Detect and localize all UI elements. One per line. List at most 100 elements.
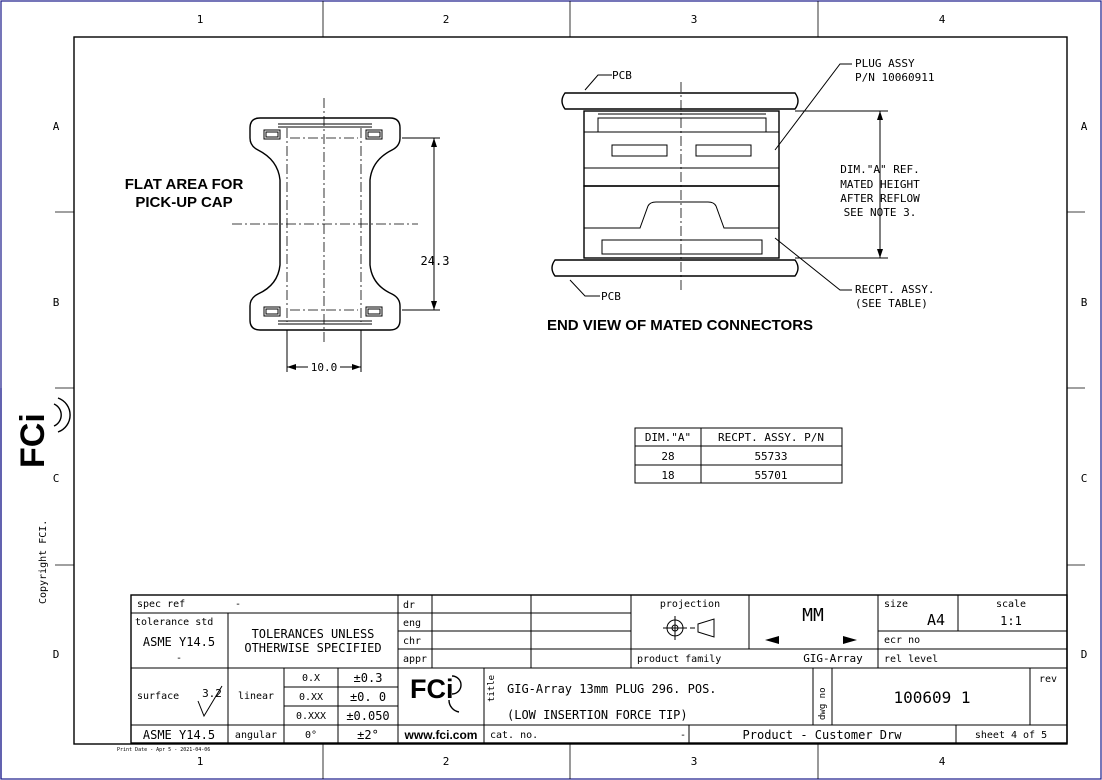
zone-col-1-top: 1 bbox=[197, 13, 204, 26]
tol-unless-line1: TOLERANCES UNLESS bbox=[252, 627, 375, 641]
zone-row-a-right: A bbox=[1081, 120, 1088, 133]
size-label: size bbox=[884, 599, 908, 610]
zone-row-c-left: C bbox=[53, 472, 60, 485]
doc-type: Product - Customer Drw bbox=[743, 728, 903, 742]
angular-label: angular bbox=[235, 730, 277, 741]
dim-a-note-3: AFTER REFLOW bbox=[840, 192, 920, 205]
title-label: title bbox=[487, 675, 497, 702]
angular-value: 0° bbox=[305, 730, 317, 741]
asme-bottom: ASME Y14.5 bbox=[143, 728, 215, 742]
dim-width-10-0: 10.0 bbox=[311, 361, 338, 374]
cat-no-label: cat. no. bbox=[490, 730, 538, 741]
linear-label: linear bbox=[238, 691, 274, 702]
rev-label: rev bbox=[1039, 674, 1057, 685]
plug-assy-line1: PLUG ASSY bbox=[855, 57, 915, 70]
angular-tol: ±2° bbox=[357, 728, 379, 742]
svg-text:FCi: FCi bbox=[410, 674, 454, 704]
recpt-assy-line1: RECPT. ASSY. bbox=[855, 283, 934, 296]
svg-text:FCi: FCi bbox=[14, 413, 52, 468]
product-family-value: GIG-Array bbox=[803, 652, 863, 665]
scale-label: scale bbox=[996, 599, 1026, 610]
recpt-assy-line2: (SEE TABLE) bbox=[855, 297, 928, 310]
side-copyright: Copyright FCI. bbox=[38, 520, 49, 604]
plan-view bbox=[232, 98, 440, 372]
surface-value: 3.2 bbox=[202, 687, 222, 700]
zone-col-2-top: 2 bbox=[443, 13, 450, 26]
dim-a-note-1: DIM."A" REF. bbox=[840, 163, 919, 176]
pcb-top bbox=[561, 92, 799, 110]
zone-col-4-bottom: 4 bbox=[939, 755, 946, 768]
tol-row-2-value: ±0.050 bbox=[346, 709, 389, 723]
direction-arrows-icon bbox=[765, 636, 857, 644]
pcb-bottom bbox=[551, 259, 799, 277]
zone-row-b-right: B bbox=[1081, 296, 1088, 309]
scale-value: 1:1 bbox=[1000, 614, 1022, 628]
spec-ref-label: spec ref bbox=[137, 599, 185, 610]
side-fci-logo: FCi bbox=[14, 397, 71, 468]
dim-table-cell: 28 bbox=[661, 450, 674, 463]
dim-table-header-pn: RECPT. ASSY. P/N bbox=[718, 431, 824, 444]
plan-view-label-line2: PICK-UP CAP bbox=[135, 194, 232, 211]
zone-row-b-left: B bbox=[53, 296, 60, 309]
plan-view-label-line1: FLAT AREA FOR bbox=[125, 176, 244, 193]
zone-row-d-left: D bbox=[53, 648, 60, 661]
zone-col-4-top: 4 bbox=[939, 13, 946, 26]
zone-col-3-bottom: 3 bbox=[691, 755, 698, 768]
dim-a-note-2: MATED HEIGHT bbox=[840, 178, 920, 191]
tol-row-2-format: 0.XXX bbox=[296, 711, 326, 722]
drawing-border bbox=[73, 36, 1068, 745]
dim-table-cell: 55701 bbox=[754, 469, 787, 482]
tolerance-std-label: tolerance std bbox=[135, 617, 213, 628]
tol-unless-line2: OTHERWISE SPECIFIED bbox=[244, 641, 381, 655]
zone-ticks bbox=[55, 1, 1085, 779]
title-block-fci-logo: FCi bbox=[410, 674, 462, 713]
zone-row-a-left: A bbox=[53, 120, 60, 133]
zone-row-c-right: C bbox=[1081, 472, 1088, 485]
pcb-top-label: PCB bbox=[612, 69, 632, 82]
dim-a-note-4: SEE NOTE 3. bbox=[844, 206, 917, 219]
zone-row-d-right: D bbox=[1081, 648, 1088, 661]
tol-row-0-value: ±0.3 bbox=[354, 671, 383, 685]
footer-print: Print Date - Apr 5 - 2021-04-06 bbox=[117, 747, 210, 753]
dim-table-header-dim: DIM."A" bbox=[645, 431, 691, 444]
product-family-label: product family bbox=[637, 654, 721, 665]
tol-row-1-value: ±0. 0 bbox=[350, 690, 386, 704]
role-dr: dr bbox=[403, 600, 415, 611]
ecr-label: ecr no bbox=[884, 635, 920, 646]
plan-view-outline bbox=[249, 117, 401, 331]
tol-row-0-format: 0.X bbox=[302, 673, 320, 684]
cat-no-value: - bbox=[680, 730, 686, 741]
surface-label: surface bbox=[137, 691, 179, 702]
dim-table-cell: 55733 bbox=[754, 450, 787, 463]
website: www.fci.com bbox=[404, 728, 478, 742]
zone-col-3-top: 3 bbox=[691, 13, 698, 26]
title-line2: (LOW INSERTION FORCE TIP) bbox=[507, 708, 688, 722]
projection-symbol-icon bbox=[663, 616, 715, 640]
rel-level-label: rel level bbox=[884, 654, 938, 665]
dim-table bbox=[634, 427, 843, 484]
tolerance-std-dash: - bbox=[176, 653, 182, 664]
title-block-grid bbox=[130, 594, 1068, 744]
title-line1: GIG-Array 13mm PLUG 296. POS. bbox=[507, 682, 717, 696]
pcb-bottom-label: PCB bbox=[601, 290, 621, 303]
end-view-title: END VIEW OF MATED CONNECTORS bbox=[547, 317, 813, 334]
sheet-label: sheet 4 of 5 bbox=[975, 730, 1047, 741]
surface-finish-symbol bbox=[197, 685, 223, 718]
role-chr: chr bbox=[403, 636, 421, 647]
plug-assy-line2: P/N 10060911 bbox=[855, 71, 934, 84]
end-view bbox=[551, 63, 888, 297]
role-eng: eng bbox=[403, 618, 421, 629]
projection-label: projection bbox=[660, 599, 720, 610]
tolerance-std-value: ASME Y14.5 bbox=[143, 635, 215, 649]
size-value: A4 bbox=[927, 611, 945, 629]
zone-col-1-bottom: 1 bbox=[197, 755, 204, 768]
dim-table-cell: 18 bbox=[661, 469, 674, 482]
dim-height-24-3: 24.3 bbox=[421, 254, 450, 268]
role-appr: appr bbox=[403, 654, 427, 665]
tol-row-1-format: 0.XX bbox=[299, 692, 323, 703]
units-mm: MM bbox=[802, 605, 824, 626]
spec-ref-value: - bbox=[235, 599, 241, 610]
dwg-no-label: dwg no bbox=[818, 687, 828, 720]
zone-col-2-bottom: 2 bbox=[443, 755, 450, 768]
